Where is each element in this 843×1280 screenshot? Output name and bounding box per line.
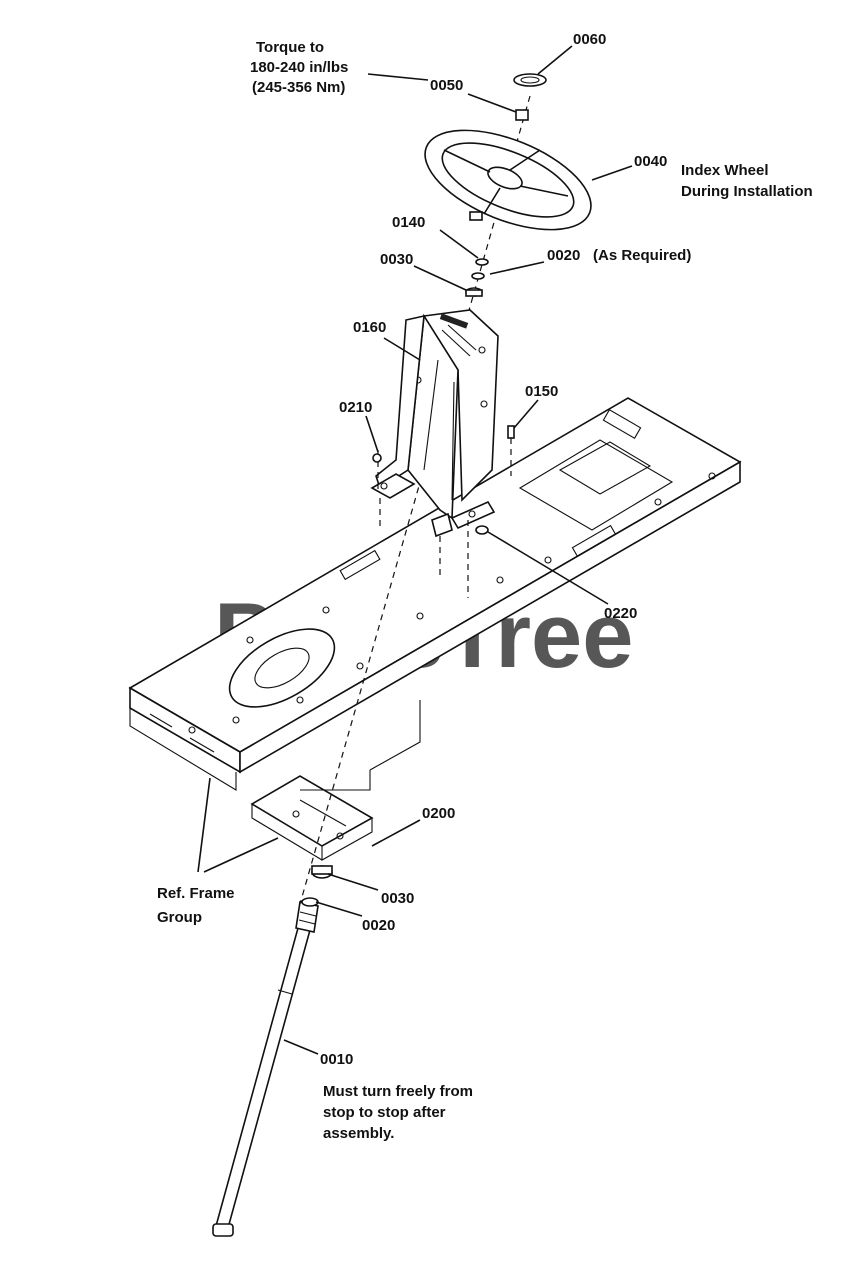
part-label-0020-top[interactable]: 0020 [547, 247, 580, 264]
torque-note-line-3: (245-356 Nm) [252, 79, 345, 96]
torque-note-line-2: 180-240 in/lbs [250, 59, 348, 76]
part-label-0030-top[interactable]: 0030 [380, 251, 413, 268]
part-label-0040[interactable]: 0040 [634, 153, 667, 170]
must-turn-note-line-3: assembly. [323, 1125, 394, 1142]
frame-group-leaders [197, 777, 279, 873]
steering-shaft-drawing [212, 901, 319, 1237]
must-turn-note-line-1: Must turn freely from [323, 1083, 473, 1100]
must-turn-note-line-2: stop to stop after [323, 1104, 446, 1121]
as-required-note: (As Required) [593, 247, 691, 264]
part-label-0160[interactable]: 0160 [353, 319, 386, 336]
index-wheel-note-line-2: During Installation [681, 183, 813, 200]
frame-group-note: Ref. Frame Group [157, 885, 235, 926]
part-label-0010[interactable]: 0010 [320, 1051, 353, 1068]
part-label-0210[interactable]: 0210 [339, 399, 372, 416]
part-label-0140[interactable]: 0140 [392, 214, 425, 231]
part-label-0060[interactable]: 0060 [573, 31, 606, 48]
part-label-0220[interactable]: 0220 [604, 605, 637, 622]
assembly-axis [299, 95, 531, 905]
part-label-0020-bottom[interactable]: 0020 [362, 917, 395, 934]
part-label-0030-bottom[interactable]: 0030 [381, 890, 414, 907]
wheel-hardware-drawing [465, 73, 547, 297]
must-turn-note: Must turn freely from stop to stop after… [323, 1083, 473, 1142]
torque-note: Torque to 180-240 in/lbs (245-356 Nm) [250, 39, 348, 96]
frame-drawing [128, 397, 742, 861]
steering-support-drawing [370, 309, 499, 598]
steering-wheel-drawing [424, 129, 592, 231]
frame-group-note-line-2: Group [157, 909, 202, 926]
frame-group-note-line-1: Ref. Frame [157, 885, 235, 902]
lower-bushing-drawing [301, 865, 333, 907]
part-label-0050[interactable]: 0050 [430, 77, 463, 94]
fastener-drawings [372, 425, 515, 535]
part-label-0200[interactable]: 0200 [422, 805, 455, 822]
part-labels: 0060 0050 0040 0140 0020 0030 0160 0150 … [320, 31, 667, 1068]
index-wheel-note: Index Wheel During Installation [681, 162, 813, 200]
part-label-0150[interactable]: 0150 [525, 383, 558, 400]
leader-lines [283, 45, 633, 1055]
torque-note-line-1: Torque to [256, 39, 324, 56]
index-wheel-note-line-1: Index Wheel [681, 162, 769, 179]
